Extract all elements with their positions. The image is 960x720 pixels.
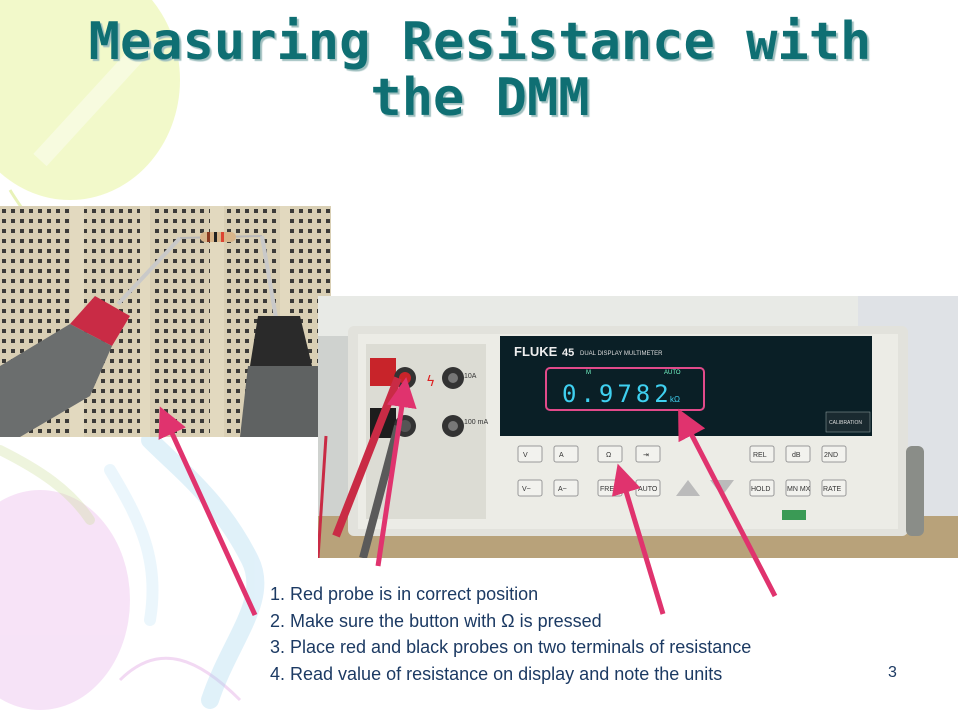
display-unit: kΩ <box>670 395 680 404</box>
brand-logo: FLUKE <box>514 344 558 359</box>
button-v-dc[interactable]: V <box>523 452 528 459</box>
terminal-100ma-label: 100 mA <box>464 419 488 426</box>
button-diode[interactable]: ⇥ <box>643 452 649 459</box>
instruction-step-3: 3. Place red and black probes on two ter… <box>270 637 752 657</box>
button-a-ac[interactable]: A~ <box>558 486 567 493</box>
instruction-step-4: 4. Read value of resistance on display a… <box>270 663 723 684</box>
lightning-warning-icon: ϟ <box>426 374 435 390</box>
button-min-max[interactable]: MN MX <box>787 486 811 493</box>
annunciator-auto: AUTO <box>664 370 681 376</box>
button-a-dc[interactable]: A <box>559 452 564 459</box>
slide-title: Measuring Resistance with the DMM <box>40 14 920 126</box>
instruction-step-2: 2. Make sure the button with Ω is presse… <box>270 610 602 631</box>
model-number: 45 <box>562 347 574 359</box>
power-switch[interactable] <box>782 510 806 520</box>
multimeter-photo: 10A 100 mA ϟ FLUKE 45 DUAL DISPLAY MULTI… <box>318 296 958 558</box>
calibration-label: CALIBRATION <box>829 420 862 426</box>
slide-title-line-2: the DMM <box>370 68 590 128</box>
button-freq[interactable]: FREQ <box>600 486 620 493</box>
breadboard-illustration <box>0 206 331 437</box>
button-db[interactable]: dB <box>792 452 801 459</box>
slide-title-line-1: Measuring Resistance with <box>88 12 872 72</box>
button-v-ac[interactable]: V~ <box>522 486 531 493</box>
carry-handle <box>906 446 924 536</box>
button-rate[interactable]: RATE <box>823 486 841 493</box>
display-highlight-frame <box>545 367 705 411</box>
model-description: DUAL DISPLAY MULTIMETER <box>580 351 663 357</box>
page-number: 3 <box>888 664 897 681</box>
button-rel[interactable]: REL <box>753 452 767 459</box>
button-ohm[interactable]: Ω <box>606 452 611 459</box>
instruction-step-1: 1. Red probe is in correct position <box>270 584 539 604</box>
button-hold[interactable]: HOLD <box>751 486 770 493</box>
button-2nd[interactable]: 2ND <box>824 452 838 459</box>
button-auto[interactable]: AUTO <box>638 486 658 493</box>
instruction-list: 1. Red probe is in correct position 2. M… <box>270 581 950 687</box>
terminal-10a-label: 10A <box>464 373 477 380</box>
multimeter-illustration: 10A 100 mA ϟ FLUKE 45 DUAL DISPLAY MULTI… <box>318 296 958 558</box>
annunciator-m: M <box>586 370 591 376</box>
display-reading: 0.9782 <box>562 380 673 408</box>
breadboard-photo <box>0 206 331 437</box>
